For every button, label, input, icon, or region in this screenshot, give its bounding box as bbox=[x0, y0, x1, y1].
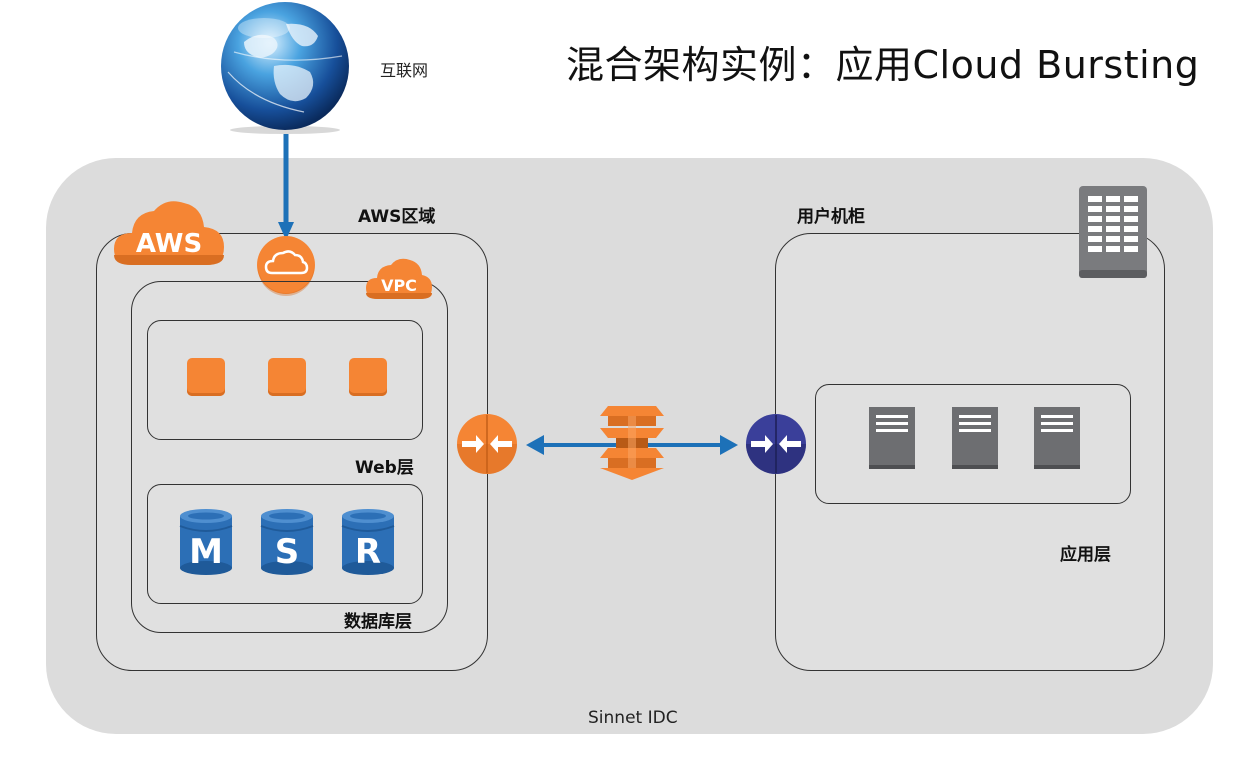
db-letter-text: M bbox=[189, 532, 223, 572]
app-tier-box bbox=[815, 384, 1131, 504]
db-tier-box bbox=[147, 484, 423, 604]
app-tier-label: 应用层 bbox=[1060, 545, 1111, 565]
internet-link-arrow bbox=[278, 134, 294, 240]
server-icon bbox=[952, 407, 998, 469]
web-tier-box bbox=[147, 320, 423, 440]
internet-label: 互联网 bbox=[380, 61, 429, 80]
rds-database-icon: S bbox=[260, 509, 314, 575]
customer-gateway-icon bbox=[746, 414, 806, 474]
idc-label: Sinnet IDC bbox=[588, 708, 678, 728]
vpc-badge-text: VPC bbox=[381, 276, 417, 295]
web-tier-label: Web层 bbox=[355, 458, 414, 478]
aws-region-label: AWS区域 bbox=[358, 207, 436, 227]
db-tier-label: 数据库层 bbox=[344, 612, 412, 632]
ec2-instance-icon bbox=[349, 358, 387, 396]
rds-database-icon: R bbox=[341, 509, 395, 575]
aws-badge-text: AWS bbox=[136, 229, 202, 259]
rack-icon bbox=[1079, 186, 1147, 278]
globe-icon bbox=[221, 2, 349, 134]
direct-connect-icon bbox=[600, 406, 664, 480]
diagram-title: 混合架构实例：应用Cloud Bursting bbox=[566, 43, 1200, 87]
vpc-box bbox=[131, 281, 448, 633]
server-icon bbox=[1034, 407, 1080, 469]
internet-gateway-icon bbox=[257, 236, 315, 296]
ec2-instance-icon bbox=[187, 358, 225, 396]
db-letter-text: S bbox=[275, 532, 300, 572]
rds-database-icon: M bbox=[179, 509, 233, 575]
db-letter-text: R bbox=[355, 532, 381, 572]
aws-cloud-icon: AWS bbox=[114, 201, 224, 265]
vpc-cloud-icon: VPC bbox=[366, 258, 432, 299]
customer-rack-label: 用户机柜 bbox=[797, 207, 865, 227]
server-icon bbox=[869, 407, 915, 469]
vpn-gateway-icon bbox=[457, 414, 517, 474]
ec2-instance-icon bbox=[268, 358, 306, 396]
